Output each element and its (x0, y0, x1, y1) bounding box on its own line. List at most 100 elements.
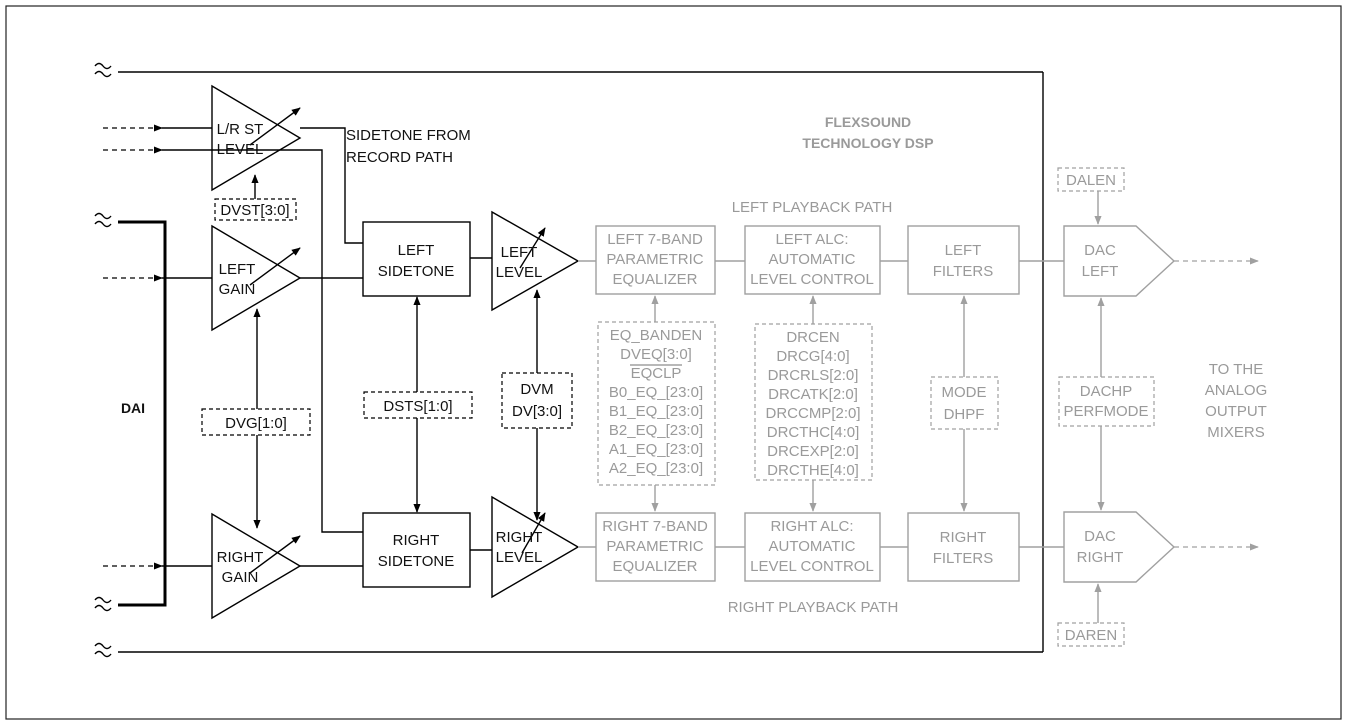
daren-label: DAREN (1065, 627, 1118, 644)
dai-label: DAI (121, 400, 145, 416)
diagram-text: SIDETONE (378, 553, 454, 570)
dsp-boundary (94, 62, 1044, 658)
dachp-perfmode-label: DACHP (1080, 383, 1133, 400)
diagram-text: RIGHT (1077, 549, 1124, 566)
diagram-text: RIGHT (393, 532, 440, 549)
diagram-text: LEFT (501, 244, 538, 261)
st-to-right-sidetone (212, 149, 363, 533)
diagram-text: DAC (1084, 242, 1116, 259)
diagram-text: DRCTHC[4:0] (767, 424, 860, 441)
right-filters-block (907, 512, 1020, 582)
diagram-text: EQCLP (631, 365, 682, 382)
dalen-box (1057, 167, 1125, 192)
break-symbol-icon (94, 212, 112, 228)
outer-frame (5, 5, 1342, 720)
dsts-box (363, 391, 473, 419)
diagram-text: GAIN (219, 281, 256, 298)
diagram-text: LEFT (219, 261, 256, 278)
diagram-text: LEVEL CONTROL (750, 558, 874, 575)
diagram-text: AUTOMATIC (769, 251, 856, 268)
diagram-text: LEVEL CONTROL (750, 271, 874, 288)
variable-gain-arrow-icon (519, 227, 546, 269)
diagram-text: RIGHT (496, 529, 543, 546)
diagram-text: FILTERS (933, 263, 994, 280)
variable-gain-arrow-icon (249, 247, 301, 286)
right-sidetone-block (362, 512, 471, 588)
diagram-text: B0_EQ_[23:0] (609, 384, 703, 401)
dai-bus: DAI (94, 212, 167, 612)
diagram-text: RIGHT ALC: (770, 518, 853, 535)
dalen-label: DALEN (1066, 172, 1116, 189)
diagram-text: LEFT (945, 242, 982, 259)
flexsound-label: FLEXSOUND (825, 114, 911, 130)
diagram-text: LEVEL (496, 549, 543, 566)
right-alc-block (744, 512, 881, 582)
diagram-text: DRCG[4:0] (776, 348, 849, 365)
dvm-label: DVM (520, 381, 553, 398)
diagram-text: AUTOMATIC (769, 538, 856, 555)
diagram-text: A2_EQ_[23:0] (609, 460, 703, 477)
diagram-text: LEFT (1082, 263, 1119, 280)
diagram-text: RIGHT (940, 529, 987, 546)
right-playback-path-label: RIGHT PLAYBACK PATH (728, 599, 899, 616)
break-symbol-icon (94, 642, 112, 658)
diagram-text: DVEQ[3:0] (620, 346, 692, 363)
diagram-text: DV[3:0] (512, 403, 562, 420)
diagram-text: PARAMETRIC (606, 251, 703, 268)
diagram-text: DRCRLS[2:0] (768, 367, 859, 384)
dvg-label: DVG[1:0] (225, 415, 287, 432)
variable-gain-arrow-icon (249, 107, 301, 146)
diagram-text: EQ_BANDEN (610, 327, 703, 344)
diagram-text: OUTPUT (1205, 403, 1267, 420)
diagram-text: ANALOG (1205, 382, 1268, 399)
left-level-amp: LEFT LEVEL (491, 210, 580, 312)
break-symbol-icon (94, 596, 112, 612)
diagram-text: RIGHT 7-BAND (602, 518, 708, 535)
diagram-text: RECORD PATH (346, 149, 453, 166)
diagram-text: LEFT ALC: (775, 231, 848, 248)
eq-registers: EQ_BANDEN DVEQ[3:0] EQCLP B0_EQ_[23:0] B… (609, 327, 703, 477)
dachp-perfmode-box (1058, 376, 1155, 427)
dvm-box (501, 372, 573, 429)
diagram-text: TO THE (1209, 361, 1263, 378)
diagram-text: L/R ST (217, 121, 264, 138)
sidetone-from-record-label: SIDETONE FROM (346, 127, 471, 144)
dvst-box (214, 198, 297, 221)
diagram-text: DRCTHE[4:0] (767, 462, 859, 479)
dac-right-block (1063, 511, 1176, 583)
lr-st-level-amp: L/R ST LEVEL (211, 84, 302, 192)
diagram-text: B2_EQ_[23:0] (609, 422, 703, 439)
drc-registers-box (754, 323, 873, 481)
diagram-text: EQUALIZER (612, 558, 697, 575)
mode-dhpf-label: MODE (942, 384, 987, 401)
diagram-text: A1_EQ_[23:0] (609, 441, 703, 458)
variable-gain-arrow-icon (521, 512, 546, 554)
dac-left-block (1063, 225, 1176, 297)
dvg-box (201, 408, 311, 436)
to-analog-output-label: TO THE ANALOG OUTPUT MIXERS (1205, 361, 1268, 441)
left-playback-path-label: LEFT PLAYBACK PATH (732, 199, 893, 216)
st-to-left-sidetone (300, 127, 363, 244)
diagram-text: DRCEXP[2:0] (767, 443, 859, 460)
diagram-text: PERFMODE (1063, 403, 1148, 420)
diagram-text: SIDETONE (378, 263, 454, 280)
diagram-text: DAC (1084, 528, 1116, 545)
diagram-text: MIXERS (1207, 424, 1265, 441)
diagram-text: TECHNOLOGY DSP (802, 135, 933, 151)
diagram-text: PARAMETRIC (606, 538, 703, 555)
left-filters-block (907, 225, 1020, 295)
dsts-label: DSTS[1:0] (383, 398, 452, 415)
variable-gain-arrow-icon (249, 535, 301, 574)
drc-registers: DRCEN DRCG[4:0] DRCRLS[2:0] DRCATK[2:0] … (765, 329, 860, 479)
diagram-text: B1_EQ_[23:0] (609, 403, 703, 420)
left-gain-amp: LEFT GAIN (211, 224, 302, 332)
diagram-text: EQUALIZER (612, 271, 697, 288)
diagram-text: DHPF (944, 406, 985, 423)
daren-box (1057, 622, 1125, 647)
diagram-text: RIGHT (217, 549, 264, 566)
break-symbol-icon (94, 62, 112, 78)
right-gain-amp: RIGHT GAIN (211, 512, 302, 620)
left-sidetone-block (362, 221, 471, 297)
diagram-text: FILTERS (933, 550, 994, 567)
